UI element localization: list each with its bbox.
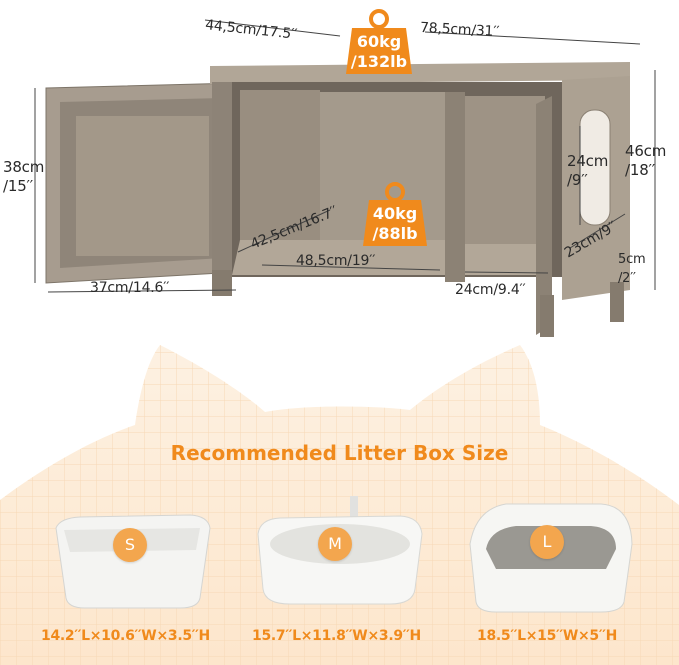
leg-height-in: /2′′ [618, 271, 636, 286]
inner-weight-kg: 40kg [372, 204, 418, 223]
inner-width-label: 48,5cm/19′′ [296, 253, 376, 269]
side-width-label: 24cm/9.4′′ [455, 282, 526, 298]
size-medium-dimensions: 15.7′′L×11.8′′W×3.9′′H [252, 628, 421, 644]
top-weight-capacity: 60kg /132lb [348, 32, 410, 72]
litter-box-small [55, 514, 211, 609]
total-height-cm: 46cm [625, 142, 667, 160]
leg [610, 282, 624, 322]
leg [540, 295, 554, 337]
door-width-label: 37cm/14.6′′ [90, 280, 170, 296]
cabinet-illustration [34, 9, 656, 337]
opening-height-label: 24cm /9′′ [567, 152, 608, 190]
inner-weight-lb: /88lb [372, 224, 418, 243]
top-weight-lb: /132lb [350, 52, 408, 71]
door-height-cm: 38cm [3, 158, 45, 176]
size-small-dimensions: 14.2′′L×10.6′′W×3.5′′H [41, 628, 210, 644]
cabinet-floor [232, 240, 445, 275]
weight-icon-top [346, 9, 412, 74]
cabinet-top [210, 62, 630, 84]
door-height-label: 38cm /15′′ [3, 158, 44, 196]
opening-height-cm: 24cm [567, 152, 609, 170]
size-badge-m: M [318, 527, 352, 561]
right-door [536, 96, 552, 335]
recommended-size-heading: Recommended Litter Box Size [170, 441, 509, 465]
weight-icon-inner [363, 182, 427, 246]
size-badge-l: L [530, 525, 564, 559]
total-height-label: 46cm /18′′ [625, 142, 666, 180]
door-height-in: /15′′ [3, 177, 33, 195]
leg-height-label: 5cm /2′′ [618, 250, 646, 288]
total-height-in: /18′′ [625, 161, 655, 179]
inner-weight-capacity: 40kg /88lb [364, 204, 426, 244]
size-badge-s: S [113, 528, 147, 562]
opening-height-in: /9′′ [567, 171, 588, 189]
leg-height-cm: 5cm [618, 252, 646, 267]
size-large-dimensions: 18.5′′L×15′′W×5′′H [477, 628, 618, 644]
leg [212, 270, 232, 296]
top-weight-kg: 60kg [356, 32, 402, 51]
